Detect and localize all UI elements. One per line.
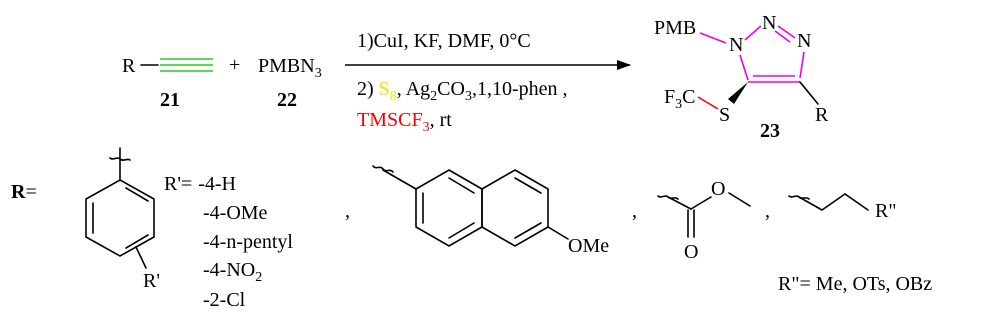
r-prime-option-cl: -2-Cl — [203, 289, 246, 311]
compound-number-21: 21 — [160, 89, 180, 111]
r-prime-option-pentyl: -4-n-pentyl — [203, 231, 293, 253]
aryl-substituent: R' R'=-4-H -4-OMe -4-n-pentyl -4-NO2 -2-… — [85, 147, 293, 311]
compound-number-23: 23 — [760, 120, 780, 142]
compound-number-22: 22 — [277, 89, 297, 111]
r-bond — [799, 81, 819, 105]
sulfur-atom: S — [719, 104, 730, 126]
r-prime-list-prefix: R'=-4-H — [164, 173, 236, 195]
product-pmb-label: PMB — [654, 17, 696, 39]
benzene-ring — [85, 179, 155, 257]
ester-ether-o: O — [711, 178, 725, 200]
condition-step-1: 1)CuI, KF, DMF, 0°C — [357, 30, 531, 52]
naphthyl-ome-label: OMe — [568, 235, 609, 257]
product-r-label: R — [815, 104, 829, 126]
ester-substituent: O O — [657, 178, 751, 263]
separator-comma-2: , — [632, 200, 637, 222]
cf3-group: F3C — [664, 86, 695, 112]
chain-substituent: R" R"= Me, OTs, OBz — [778, 193, 932, 295]
alkyne-21: R 21 — [122, 55, 213, 111]
cf3-s-bond — [697, 96, 719, 110]
alkyne-triple-bond — [160, 58, 213, 72]
condition-step-2-line-2: TMSCF3, rt — [357, 109, 452, 135]
triazole-n3: N — [797, 30, 811, 52]
separator-comma-3: , — [765, 200, 770, 222]
condition-step-2: 2)S8, Ag2CO3,1,10-phen , — [357, 78, 567, 104]
pmb-bond — [699, 32, 727, 44]
r-prime-label: R' — [143, 270, 160, 292]
separator-comma-1: , — [345, 200, 350, 222]
reaction-conditions: 1)CuI, KF, DMF, 0°C 2)S8, Ag2CO3,1,10-ph… — [357, 30, 567, 135]
ester-carbonyl-o: O — [684, 241, 698, 263]
naphthyl-substituent: OMe — [372, 165, 609, 257]
azide-formula: PMBN3 — [258, 55, 322, 81]
naphthalene-ring-2 — [481, 169, 549, 247]
naphthalene-ring-1 — [415, 169, 483, 247]
chain-r-double-prime: R" — [875, 200, 897, 222]
azide-22: PMBN3 22 — [258, 55, 322, 111]
triazole-n1: N — [729, 34, 743, 56]
product-23: PMB N N N S F3C R 23 — [654, 12, 829, 142]
chain-r-double-prime-list: R"= Me, OTs, OBz — [778, 273, 932, 295]
alkyne-r-label: R — [122, 55, 136, 77]
wedge-bond — [728, 82, 748, 104]
plus-sign: + — [229, 54, 240, 76]
triazole-ring — [739, 25, 805, 83]
r-prime-option-no2: -4-NO2 — [203, 259, 262, 285]
triazole-n2: N — [762, 12, 776, 34]
r-definition-label: R= — [11, 181, 37, 203]
wavy-attachment-2 — [372, 165, 394, 173]
r-prime-option-ome: -4-OMe — [203, 202, 268, 224]
